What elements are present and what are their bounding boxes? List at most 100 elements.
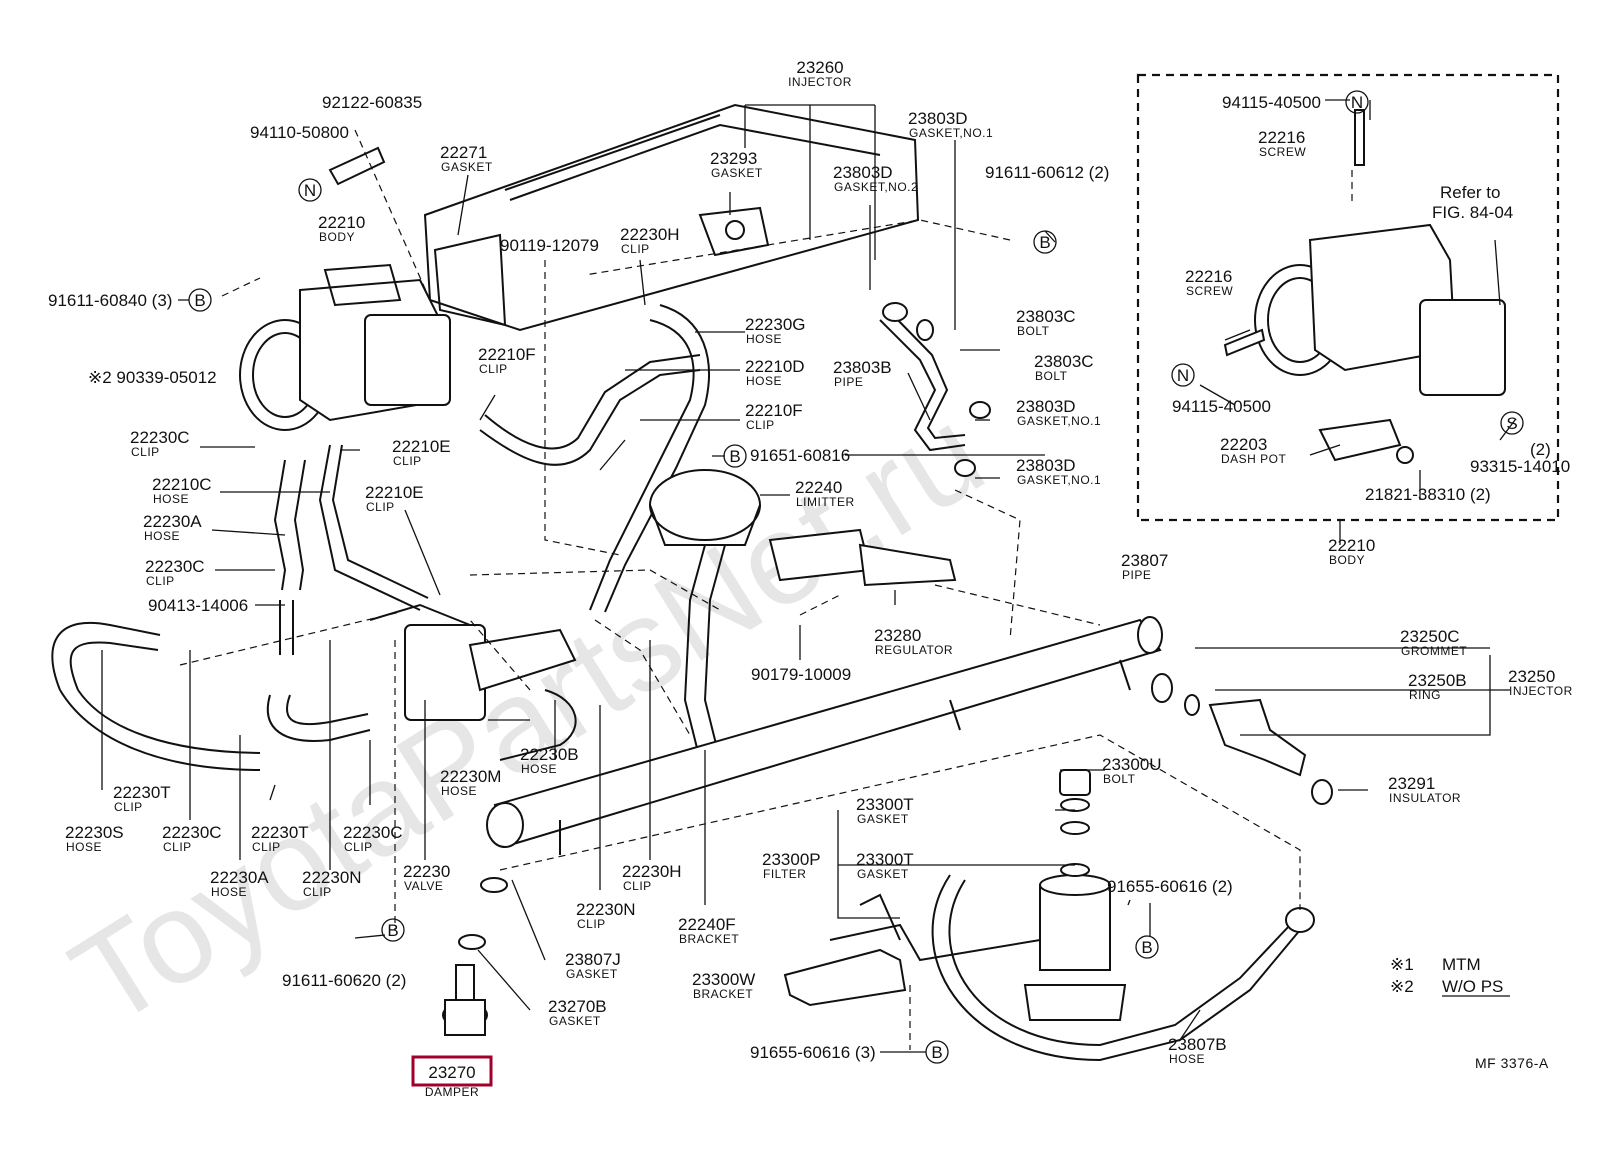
- part-label-p92122[interactable]: 92122-60835: [322, 93, 422, 112]
- part-number: 23260: [796, 58, 843, 77]
- part-name: REGULATOR: [875, 643, 953, 657]
- part-number: 22230C: [145, 557, 205, 576]
- part-number: 91655-60616 (3): [750, 1043, 876, 1062]
- highlight-box: [411, 1055, 493, 1087]
- part-name: PIPE: [834, 375, 863, 389]
- part-label-i93315_qty[interactable]: (2): [1530, 440, 1551, 459]
- part-name: BOLT: [1103, 772, 1136, 786]
- part-name: GASKET: [711, 166, 763, 180]
- part-label-p91611_60840[interactable]: 91611-60840 (3): [48, 291, 172, 310]
- part-label-i21821[interactable]: 21821-38310 (2): [1365, 485, 1491, 504]
- part-label-p90339[interactable]: ※2 90339-05012: [88, 368, 217, 387]
- part-name: CLIP: [366, 500, 395, 514]
- part-label-p90413[interactable]: 90413-14006: [148, 596, 248, 615]
- part-label-p91651[interactable]: 91651-60816: [750, 446, 850, 465]
- part-label-p91611_60612[interactable]: 91611-60612 (2): [985, 163, 1109, 182]
- part-label-p90179[interactable]: 90179-10009: [751, 665, 851, 684]
- part-number: 22216: [1258, 128, 1305, 147]
- part-label-i94115_top[interactable]: 94115-40500: [1222, 93, 1321, 112]
- part-number: 22210E: [365, 483, 424, 502]
- part-label-p91655_3[interactable]: 91655-60616 (3): [750, 1043, 876, 1062]
- part-label-p90119[interactable]: 90119-12079: [500, 236, 599, 255]
- part-label-i93315[interactable]: 93315-14010: [1470, 457, 1570, 476]
- part-label-i94115_mid[interactable]: 94115-40500: [1172, 397, 1271, 416]
- part-label-p91655_2[interactable]: 91655-60616 (2): [1107, 877, 1233, 896]
- part-name: BOLT: [1017, 324, 1050, 338]
- damper-23270: [442, 877, 508, 1036]
- symbol-b: B: [194, 291, 205, 310]
- part-number: 92122-60835: [322, 93, 422, 112]
- part-label-p94110[interactable]: 94110-50800: [250, 123, 349, 142]
- refer-note-line1: Refer to: [1440, 183, 1500, 202]
- part-number: 22210D: [745, 357, 805, 376]
- stud-92122: [328, 146, 386, 186]
- part-name: CLIP: [252, 840, 281, 854]
- part-label-p91611_60620[interactable]: 91611-60620 (2): [282, 971, 406, 990]
- symbol-b: B: [931, 1043, 942, 1062]
- part-name: CLIP: [344, 840, 373, 854]
- part-number: 23300T: [856, 850, 914, 869]
- part-number: 22230B: [520, 745, 579, 764]
- part-name: CLIP: [623, 879, 652, 893]
- part-number: 22230: [403, 862, 450, 881]
- highlighted-part-label[interactable]: 23270 DAMPER: [411, 1055, 493, 1099]
- inset-border: [1136, 73, 1560, 522]
- part-number: 91611-60840 (3): [48, 291, 172, 310]
- part-name: FILTER: [763, 867, 806, 881]
